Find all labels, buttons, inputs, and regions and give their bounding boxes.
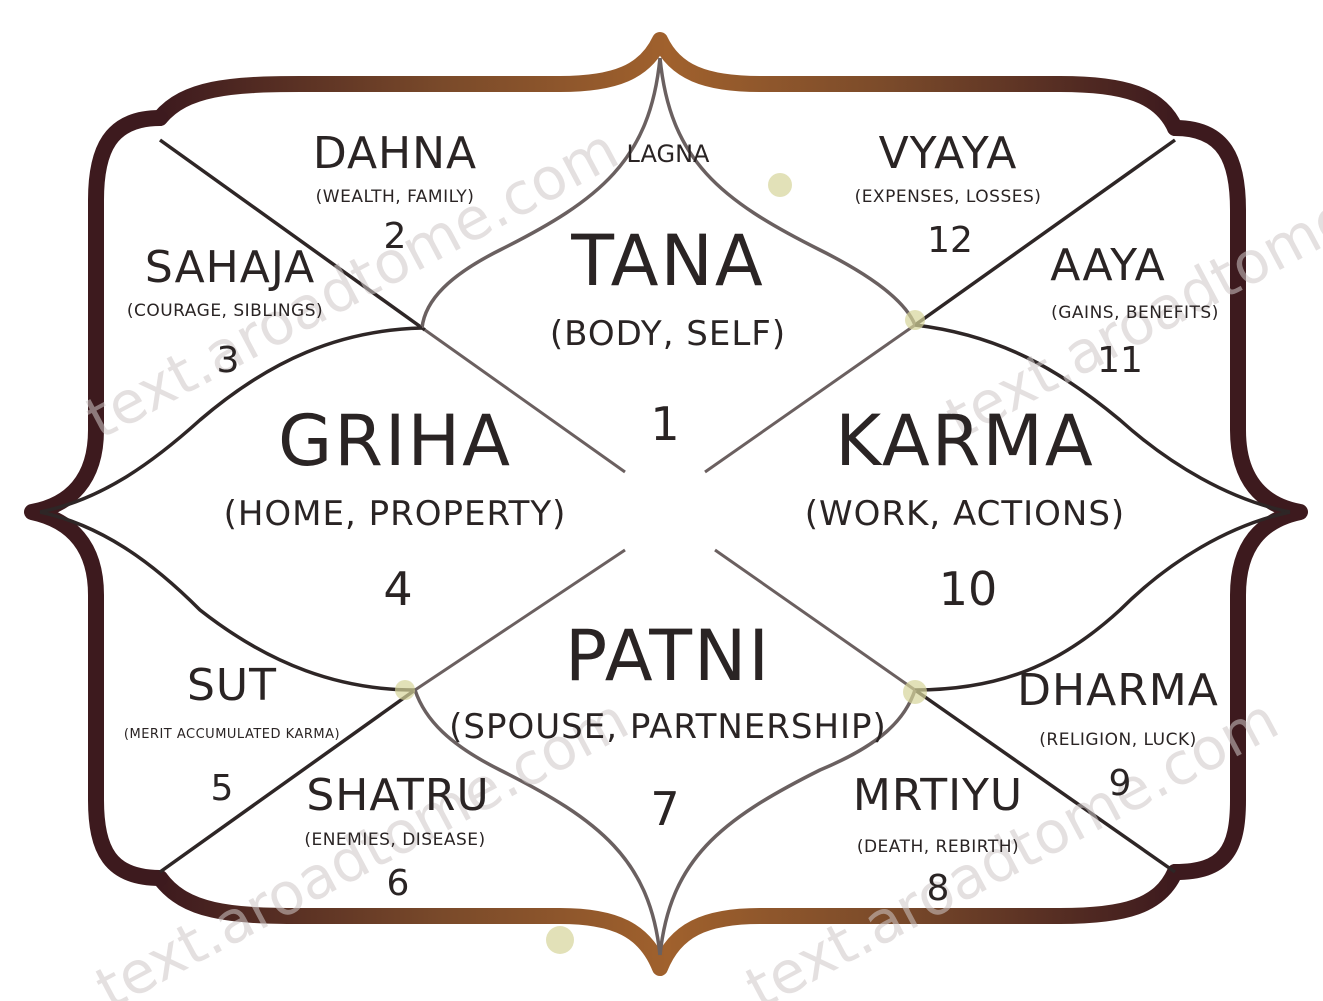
house-10-number: 10 xyxy=(939,562,998,616)
house-5-number: 5 xyxy=(211,768,234,809)
house-2-name: DAHNA xyxy=(313,128,477,179)
house-6-name: SHATRU xyxy=(306,770,489,821)
frame-top xyxy=(160,40,1175,128)
house-1-desc: (BODY, SELF) xyxy=(550,314,786,354)
lagna-label: LAGNA xyxy=(627,140,710,168)
house-8-desc: (DEATH, REBIRTH) xyxy=(857,837,1019,857)
house-11-number: 11 xyxy=(1097,340,1143,381)
house-1-number: 1 xyxy=(650,397,679,451)
house-8-number: 8 xyxy=(927,868,950,909)
house-12-number: 12 xyxy=(927,220,973,261)
house-12: VYAYA (EXPENSES, LOSSES) 12 xyxy=(855,128,1042,261)
house-2-desc: (WEALTH, FAMILY) xyxy=(316,187,475,207)
house-10-name: KARMA xyxy=(835,400,1094,482)
house-10-desc: (WORK, ACTIONS) xyxy=(805,494,1125,534)
house-9-number: 9 xyxy=(1109,763,1132,804)
house-9-desc: (RELIGION, LUCK) xyxy=(1039,730,1196,750)
frame-left xyxy=(32,118,160,878)
house-5-name: SUT xyxy=(187,660,277,711)
house-4-desc: (HOME, PROPERTY) xyxy=(224,494,567,534)
house-3-desc: (COURAGE, SIBLINGS) xyxy=(127,301,323,321)
house-10: KARMA (WORK, ACTIONS) 10 xyxy=(805,400,1125,616)
house-11-name: AAYA xyxy=(1050,240,1166,291)
house-12-desc: (EXPENSES, LOSSES) xyxy=(855,187,1042,207)
house-7-desc: (SPOUSE, PARTNERSHIP) xyxy=(449,707,887,747)
house-6-desc: (ENEMIES, DISEASE) xyxy=(304,830,485,850)
house-5-desc: (MERIT ACCUMULATED KARMA) xyxy=(124,727,340,742)
house-6-number: 6 xyxy=(387,863,410,904)
house-1: TANA (BODY, SELF) 1 xyxy=(550,220,786,451)
house-12-name: VYAYA xyxy=(879,128,1018,179)
house-2-number: 2 xyxy=(384,216,407,257)
house-4: GRIHA (HOME, PROPERTY) 4 xyxy=(224,400,567,616)
house-11-desc: (GAINS, BENEFITS) xyxy=(1051,303,1219,323)
house-9-name: DHARMA xyxy=(1017,665,1219,716)
house-3-name: SAHAJA xyxy=(145,242,315,293)
house-7-number: 7 xyxy=(650,782,679,836)
house-4-number: 4 xyxy=(383,562,412,616)
house-3-number: 3 xyxy=(217,340,240,381)
house-7-name: PATNI xyxy=(565,615,771,697)
house-1-name: TANA xyxy=(570,220,764,302)
house-4-name: GRIHA xyxy=(278,400,512,482)
house-8-name: MRTIYU xyxy=(853,770,1023,821)
